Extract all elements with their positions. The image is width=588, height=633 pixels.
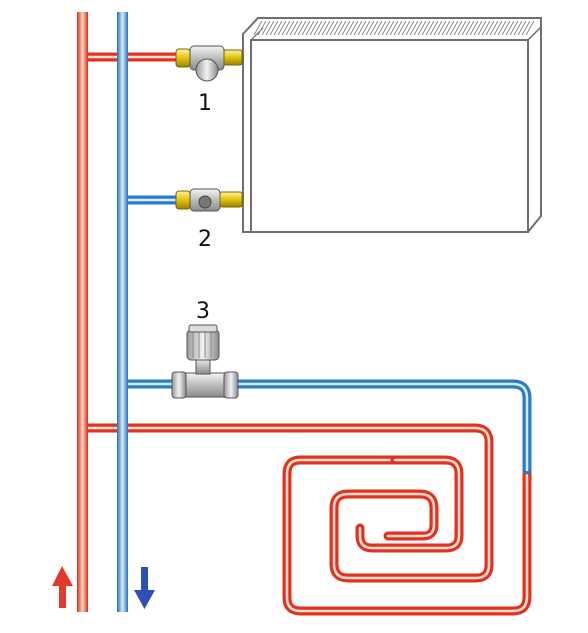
valve-1[interactable] — [175, 45, 243, 82]
arrow-down-icon — [134, 567, 155, 609]
arrow-up-icon — [52, 566, 73, 608]
underfloor-heating-loop — [77, 379, 532, 616]
cold-return-riser — [117, 12, 128, 612]
valve-3[interactable] — [171, 324, 239, 399]
valve-1-label: 1 — [198, 91, 212, 116]
radiator — [242, 17, 542, 233]
hot-supply-riser — [77, 12, 88, 612]
valve-2-label: 2 — [198, 227, 212, 252]
valve-2[interactable] — [175, 188, 243, 212]
floor-return-pipe — [117, 379, 532, 475]
valve-3-label: 3 — [196, 299, 210, 324]
